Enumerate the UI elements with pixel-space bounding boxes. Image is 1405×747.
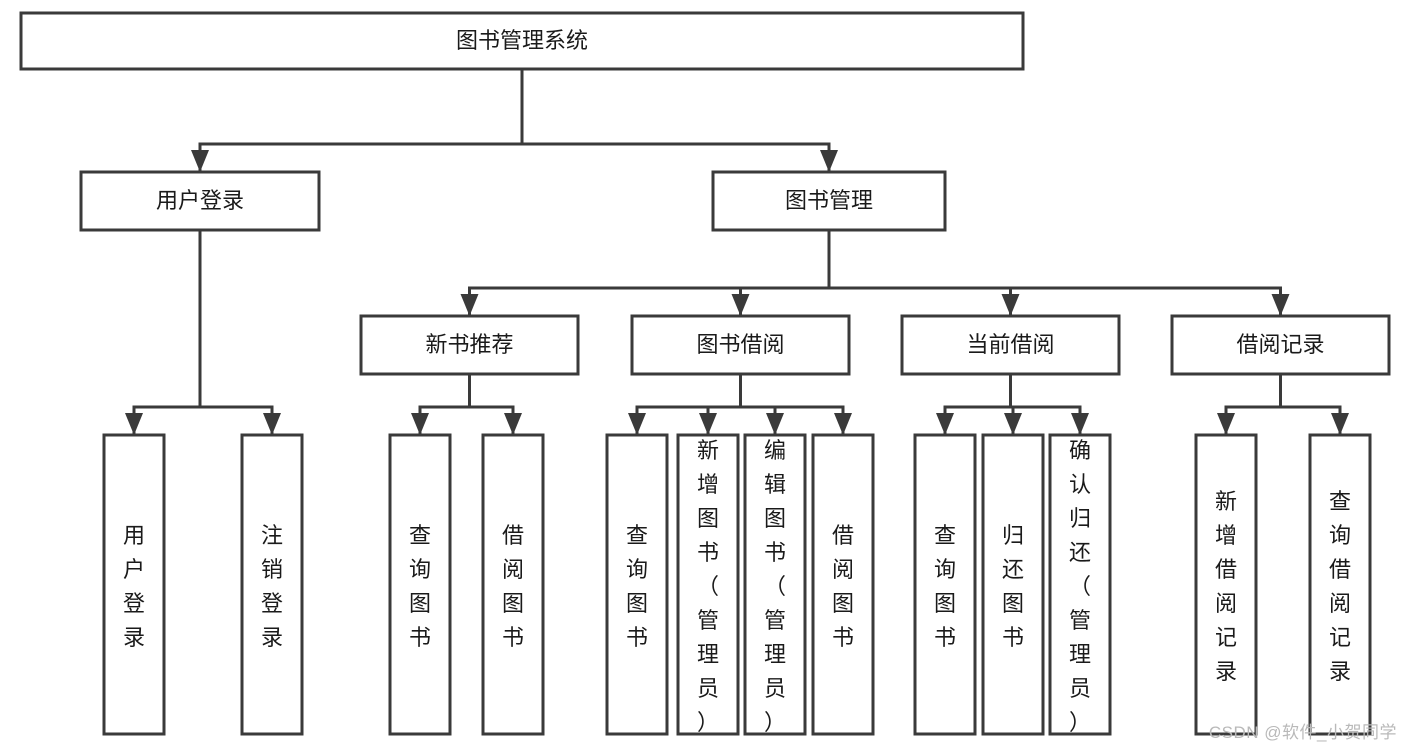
node-leaf-query-record[interactable]: 查询借阅记录 — [1308, 433, 1372, 736]
node-box-leaf-user-login — [102, 433, 166, 736]
node-label-leaf-borrow-book-2: 借阅图书 — [832, 523, 854, 650]
edge-group-book-borrow — [628, 372, 852, 436]
arrow-head-icon — [411, 413, 429, 435]
node-leaf-return-book[interactable]: 归还图书 — [981, 433, 1045, 736]
node-book-manage[interactable]: 图书管理 — [711, 170, 947, 232]
arrow-head-icon — [263, 413, 281, 435]
node-leaf-add-book[interactable]: 新增图书（管理员） — [676, 433, 740, 736]
arrow-head-icon — [766, 413, 784, 435]
node-box-user-login — [79, 170, 321, 232]
node-label-leaf-confirm-return: 确认归还（管理员） — [1069, 438, 1091, 735]
node-box-leaf-query-book-2 — [605, 433, 669, 736]
node-new-book-recommend[interactable]: 新书推荐 — [359, 314, 580, 376]
arrow-head-icon — [936, 413, 954, 435]
node-leaf-query-book-3[interactable]: 查询图书 — [913, 433, 977, 736]
node-leaf-borrow-book-1[interactable]: 借阅图书 — [481, 433, 545, 736]
arrow-head-icon — [834, 413, 852, 435]
node-label-leaf-add-record: 新增借阅记录 — [1215, 489, 1237, 684]
node-leaf-query-book-2[interactable]: 查询图书 — [605, 433, 669, 736]
node-box-leaf-query-record — [1308, 433, 1372, 736]
arrow-head-icon — [191, 150, 209, 172]
arrow-head-icon — [1004, 413, 1022, 435]
node-box-leaf-return-book — [981, 433, 1045, 736]
arrow-head-icon — [1331, 413, 1349, 435]
node-label-leaf-return-book: 归还图书 — [1002, 523, 1024, 650]
node-leaf-add-record[interactable]: 新增借阅记录 — [1194, 433, 1258, 736]
edge-group-new-book-recommend — [411, 372, 522, 436]
node-label-borrow-record: 借阅记录 — [1236, 332, 1324, 357]
node-label-leaf-borrow-book-1: 借阅图书 — [502, 523, 524, 650]
node-label-leaf-edit-book: 编辑图书（管理员） — [764, 438, 786, 735]
node-box-leaf-query-book-1 — [388, 433, 452, 736]
arrow-head-icon — [628, 413, 646, 435]
node-box-leaf-user-logout — [240, 433, 304, 736]
edge-group-root — [191, 67, 838, 173]
node-box-leaf-borrow-book-1 — [481, 433, 545, 736]
arrow-head-icon — [1001, 294, 1020, 316]
arrow-head-icon — [1071, 413, 1089, 435]
node-box-new-book-recommend — [359, 314, 580, 376]
node-leaf-edit-book[interactable]: 编辑图书（管理员） — [743, 433, 807, 736]
node-box-book-manage — [711, 170, 947, 232]
node-box-current-borrow — [900, 314, 1121, 376]
node-box-leaf-add-book — [676, 433, 740, 736]
node-label-current-borrow: 当前借阅 — [966, 332, 1054, 357]
arrow-head-icon — [504, 413, 522, 435]
edge-group-borrow-record — [1217, 372, 1349, 436]
node-label-leaf-query-book-2: 查询图书 — [626, 523, 648, 650]
node-leaf-user-login[interactable]: 用户登录 — [102, 433, 166, 736]
node-leaf-query-book-1[interactable]: 查询图书 — [388, 433, 452, 736]
node-label-user-login: 用户登录 — [156, 188, 244, 213]
node-label-leaf-query-record: 查询借阅记录 — [1329, 489, 1351, 684]
node-borrow-record[interactable]: 借阅记录 — [1170, 314, 1391, 376]
arrow-head-icon — [820, 150, 838, 172]
node-box-root — [19, 11, 1025, 71]
csdn-watermark: CSDN @软件_小贺同学 — [1208, 723, 1397, 742]
arrow-head-icon — [699, 413, 717, 435]
node-label-leaf-user-logout: 注销登录 — [261, 523, 283, 650]
node-box-leaf-query-book-3 — [913, 433, 977, 736]
node-label-book-manage: 图书管理 — [785, 188, 873, 213]
arrow-head-icon — [1271, 294, 1290, 316]
node-layer: 图书管理系统用户登录图书管理新书推荐图书借阅当前借阅借阅记录用户登录注销登录查询… — [19, 11, 1391, 736]
node-label-root: 图书管理系统 — [456, 28, 588, 53]
arrow-head-icon — [1217, 413, 1235, 435]
node-box-book-borrow — [630, 314, 851, 376]
node-box-leaf-confirm-return — [1048, 433, 1112, 736]
connector-layer — [125, 67, 1349, 436]
node-label-leaf-query-book-3: 查询图书 — [934, 523, 956, 650]
node-leaf-confirm-return[interactable]: 确认归还（管理员） — [1048, 433, 1112, 736]
node-leaf-user-logout[interactable]: 注销登录 — [240, 433, 304, 736]
arrow-head-icon — [125, 413, 143, 435]
node-label-book-borrow: 图书借阅 — [696, 332, 784, 357]
edge-group-book-manage — [460, 228, 1290, 317]
node-box-leaf-add-record — [1194, 433, 1258, 736]
node-book-borrow[interactable]: 图书借阅 — [630, 314, 851, 376]
edge-group-current-borrow — [936, 372, 1089, 436]
node-label-leaf-query-book-1: 查询图书 — [409, 523, 431, 650]
node-label-leaf-user-login: 用户登录 — [123, 523, 145, 650]
arrow-head-icon — [731, 294, 750, 316]
node-user-login[interactable]: 用户登录 — [79, 170, 321, 232]
node-box-leaf-edit-book — [743, 433, 807, 736]
node-leaf-borrow-book-2[interactable]: 借阅图书 — [811, 433, 875, 736]
node-root[interactable]: 图书管理系统 — [19, 11, 1025, 71]
node-label-leaf-add-book: 新增图书（管理员） — [697, 438, 719, 735]
node-label-new-book-recommend: 新书推荐 — [425, 332, 513, 357]
node-box-leaf-borrow-book-2 — [811, 433, 875, 736]
node-box-borrow-record — [1170, 314, 1391, 376]
arrow-head-icon — [460, 294, 479, 316]
node-current-borrow[interactable]: 当前借阅 — [900, 314, 1121, 376]
edge-group-user-login — [125, 228, 281, 436]
